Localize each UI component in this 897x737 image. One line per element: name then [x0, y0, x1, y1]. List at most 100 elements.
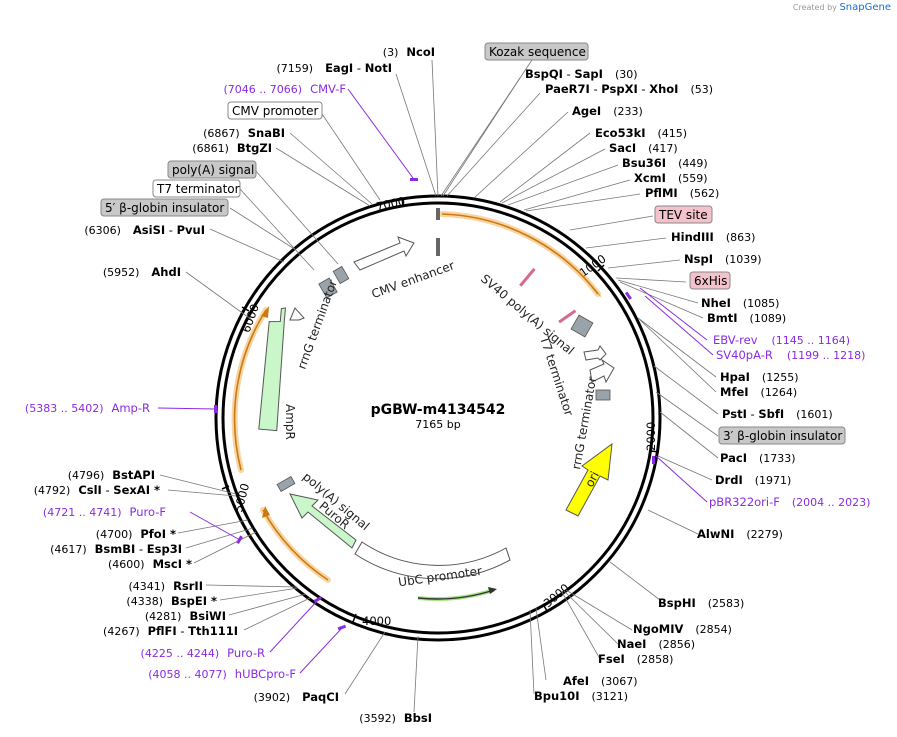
- site-pfoi: (4700)PfoI *: [96, 527, 176, 541]
- tick-3000: [542, 603, 548, 612]
- ori-arrow: [565, 442, 613, 517]
- site-asisi: (6306)AsiSI - PvuI: [84, 223, 205, 237]
- site-hindiii: HindIII(863): [671, 230, 755, 244]
- primer-mark-puro-r: [313, 596, 322, 603]
- tick-2000: [650, 450, 660, 453]
- leader-csli: [167, 489, 237, 497]
- site-bspei: (4338)BspEI *: [126, 594, 217, 608]
- site-rsrii: (4341)RsrII: [128, 579, 203, 593]
- site-xcmi: XcmI(559): [634, 171, 708, 185]
- tick-label-4000: 4000: [362, 614, 391, 628]
- leader-tev: [569, 215, 654, 231]
- tick-label-7000: 7000: [375, 194, 407, 214]
- site-bsiwi: (4281)BsiWI: [145, 609, 226, 623]
- leader-naei: [563, 590, 619, 645]
- leader-globin5: [229, 207, 297, 251]
- badge-tev-site: TEV site: [654, 205, 713, 224]
- his6-marker: [558, 309, 577, 324]
- site-naei: NaeI(2856): [617, 637, 695, 651]
- leader-mfei: [639, 319, 717, 393]
- site-bsphi: BspHI(2583): [658, 596, 744, 610]
- leader-drdi: [657, 455, 713, 481]
- site-agei: AgeI(233): [572, 104, 643, 118]
- orf-arrowhead-top-right: [592, 288, 602, 298]
- leader-6xhis: [615, 277, 687, 283]
- leader-bbsi: [413, 635, 419, 713]
- badge-6xhis-text: 6xHis: [694, 274, 727, 288]
- site-bmti: BmtI(1089): [707, 311, 786, 325]
- primer-hubcpro-f: (4058 .. 4077)hUBCpro-F: [148, 667, 296, 681]
- primer-amp-r: (5383 .. 5402)Amp-R: [25, 401, 150, 415]
- leader-cmvpromoter: [319, 110, 381, 201]
- polya-left-box: [276, 475, 296, 493]
- site-eagi: (7159)EagI - NotI: [277, 61, 393, 75]
- tev-site-marker: [519, 267, 536, 287]
- site-bbsi: (3592)BbsI: [359, 711, 432, 725]
- sites-right: BspQI - SapI(30) PaeR7I - PspXI - XhoI(5…: [525, 67, 833, 703]
- site-saci: SacI(417): [609, 141, 678, 155]
- rrng-terminator-left-label: rrnG terminator: [295, 278, 340, 371]
- primer-mark-pbr322ori-f: [652, 456, 655, 464]
- site-pflmi: PflMI(562): [645, 186, 719, 200]
- orf-arrowhead-bottom-left: [262, 506, 270, 518]
- orf-arc-left-line: [233, 309, 267, 471]
- amp-r-arrow: [258, 307, 287, 432]
- site-afei: AfeI(3067): [563, 674, 638, 688]
- t7-term-right-arrow: [583, 345, 607, 361]
- amp-r-label: AmpR: [283, 404, 297, 440]
- badge-6xhis: 6xHis: [689, 271, 731, 290]
- site-bstapi: (4796)BstAPI: [68, 468, 155, 482]
- leader-bsmbi: [185, 527, 254, 549]
- tick-marks: [221, 197, 660, 623]
- site-alwni: AlwNI(2279): [697, 527, 783, 541]
- leader-afei: [535, 607, 547, 681]
- orf-arrowhead-left: [261, 306, 269, 318]
- ubc-promoter-arrow: [354, 541, 511, 580]
- site-btgzi: (6861)BtgZI: [192, 141, 272, 155]
- site-mfei: MfeI(1264): [720, 385, 797, 399]
- leader-bsu36i: [507, 164, 619, 206]
- snapgene-credit: Created by SnapGene: [793, 2, 891, 13]
- primer-lines: [157, 88, 714, 674]
- tick-5000: [221, 485, 230, 490]
- leader-paci: [659, 411, 719, 459]
- leader-btgzi: [275, 147, 371, 207]
- badge-kozak-text: Kozak sequence: [489, 45, 586, 59]
- globin3-box: [595, 389, 611, 401]
- leader-pflmi: [525, 193, 641, 212]
- orf-arc-top-right: [439, 211, 601, 297]
- site-fsei: FseI(2858): [598, 652, 673, 666]
- cmv-enhancer-arrow: [353, 236, 415, 271]
- site-paci: PacI(1733): [720, 451, 796, 465]
- leader-agei: [473, 111, 569, 199]
- site-snabi: (6867)SnaBI: [203, 126, 285, 140]
- leader-bspei: [219, 587, 299, 601]
- site-ahdi: (5952)AhdI: [103, 265, 181, 279]
- primer-mark-cmv-f: [410, 178, 418, 181]
- leader-eco53ki: [499, 132, 591, 203]
- leader-globin3: [655, 391, 719, 437]
- plasmid-name: pGBW-m4134542: [371, 402, 506, 418]
- site-ngomiv: NgoMIV(2854): [633, 622, 732, 636]
- primer-line-cmv-f: [347, 88, 414, 179]
- badge-5-globin: 5′ β-globin insulator: [100, 198, 229, 217]
- leader-paer7i: [446, 92, 541, 197]
- primer-cmv-f: (7046 .. 7066)CMV-F: [224, 82, 346, 96]
- leader-nspi: [607, 259, 681, 269]
- primer-line-amp-r: [157, 407, 217, 410]
- primer-line-pbr322ori-f: [655, 455, 708, 503]
- leader-polya: [254, 169, 339, 265]
- leader-ncoi: [431, 59, 439, 197]
- badge-kozak: Kozak sequence: [484, 42, 589, 61]
- primer-mark-hubcpro-f: [337, 624, 347, 631]
- site-paqci: (3902)PaqCI: [254, 690, 339, 704]
- leader-alwni: [647, 509, 699, 535]
- leader-snabi: [289, 132, 373, 205]
- primer-puro-f: (4721 .. 4741)Puro-F: [43, 505, 166, 519]
- site-bsmbi: (4617)BsmBI - Esp3I: [50, 542, 182, 556]
- site-bpu10i: Bpu10I(3121): [534, 689, 628, 703]
- tick-4000: [352, 613, 357, 623]
- orf-arc-bottom-left-line: [262, 509, 329, 581]
- primer-line-ebv-rev: [639, 287, 708, 341]
- leader-paqci: [344, 631, 386, 695]
